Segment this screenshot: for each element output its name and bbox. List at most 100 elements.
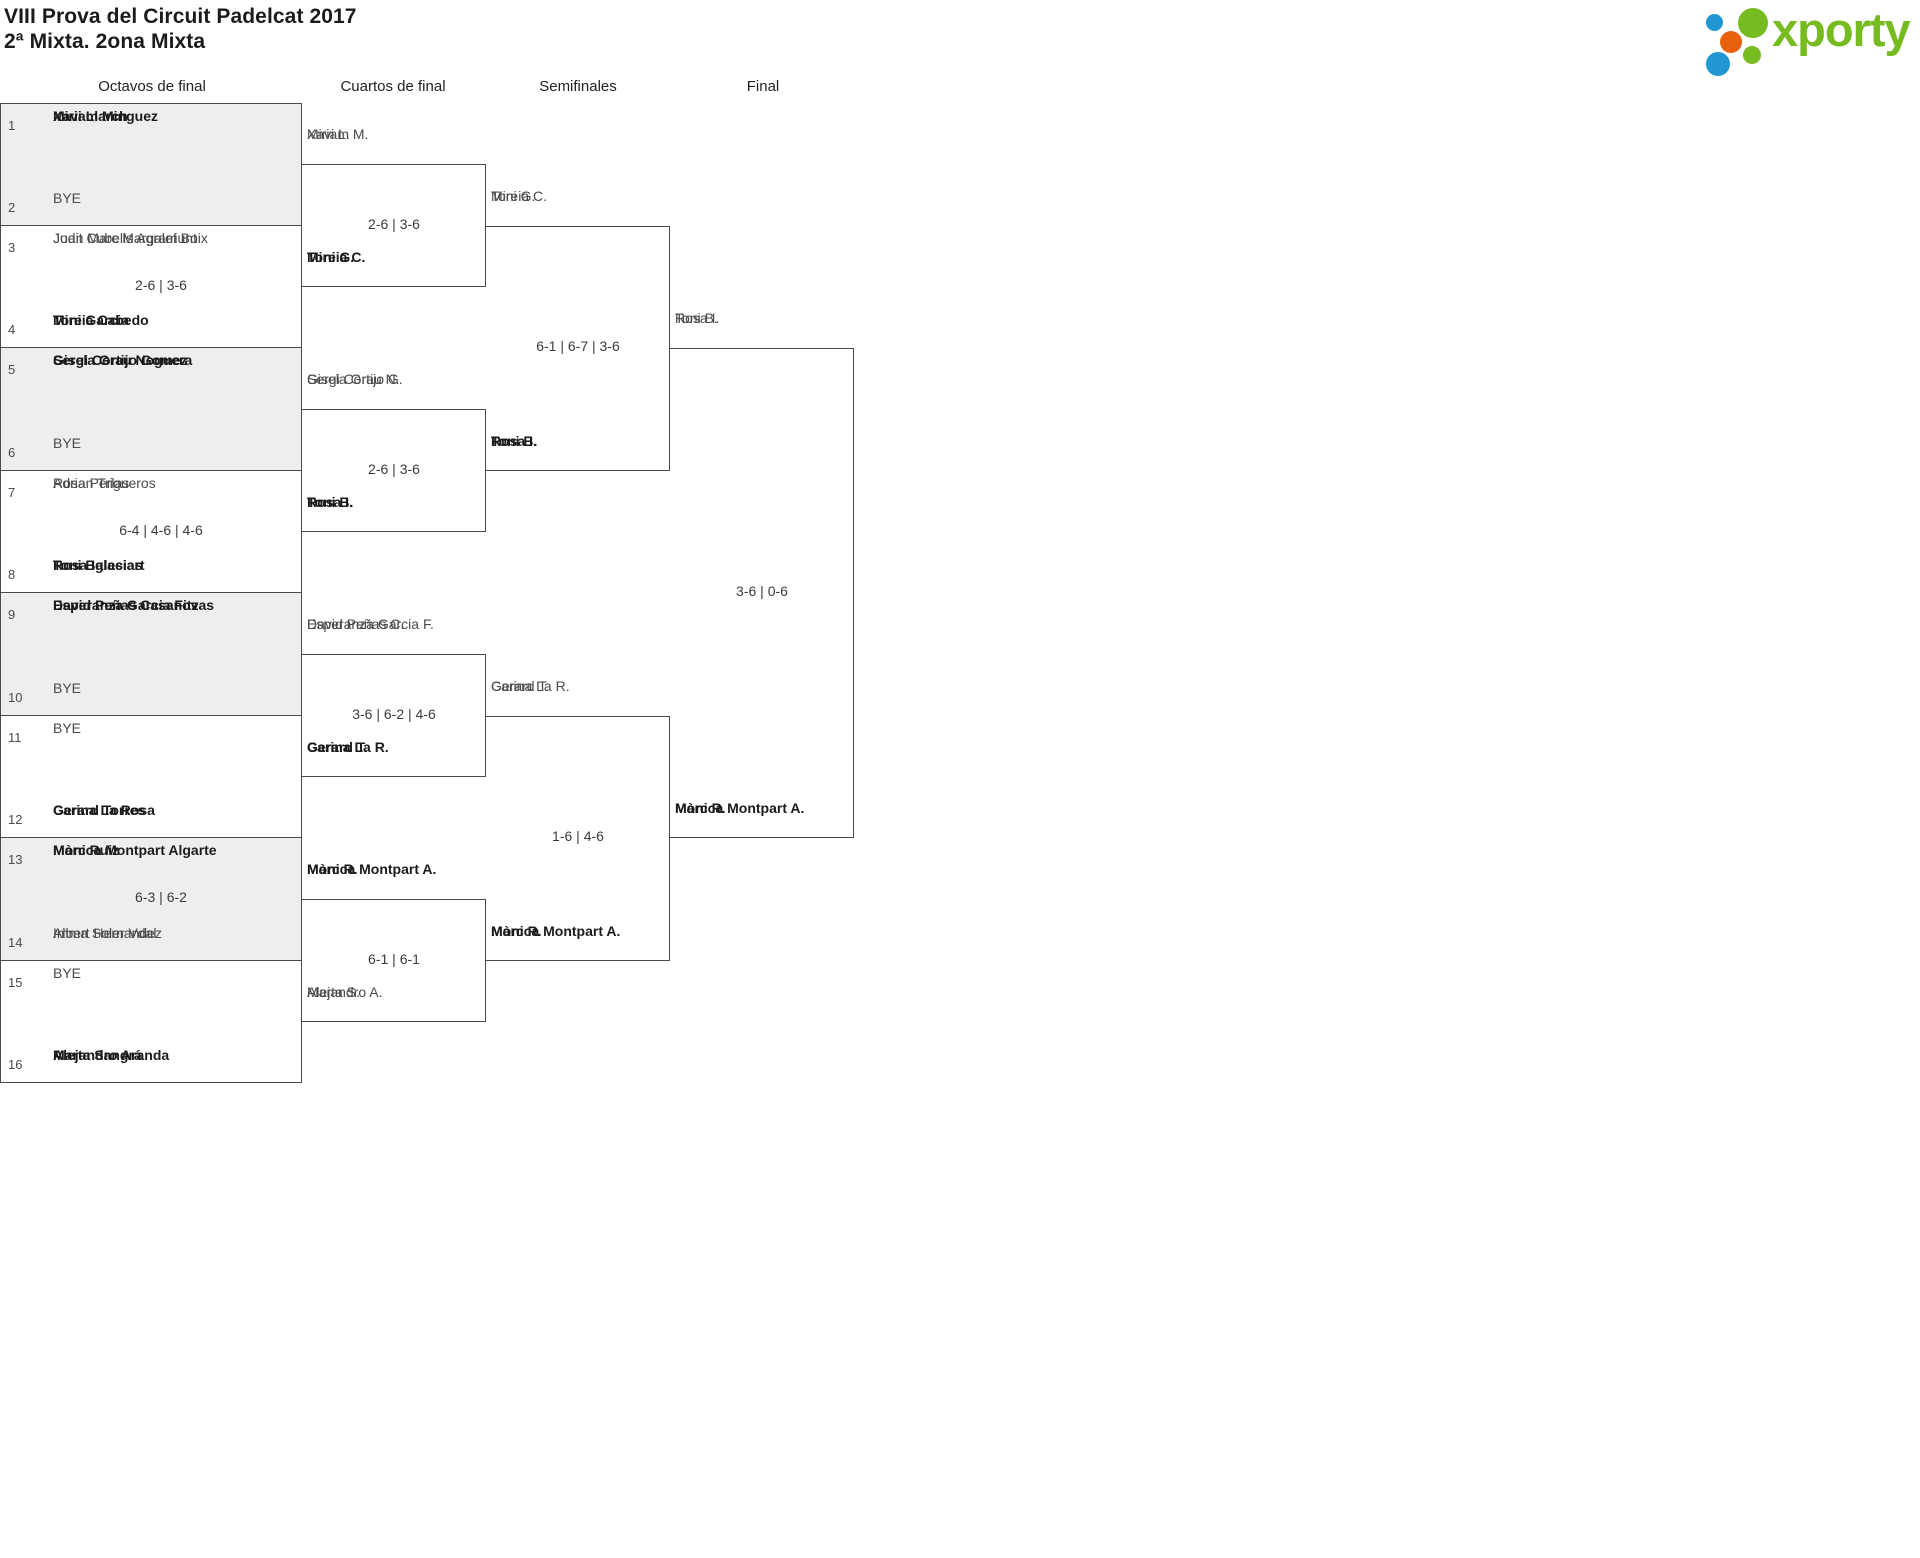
seed-number: 6 (8, 444, 16, 460)
advancing-player-1: Toni B. (675, 310, 718, 326)
final-connector (670, 348, 854, 838)
seed-number: 16 (8, 1057, 23, 1072)
seed-player-2: Rosa Iglesias (53, 557, 143, 573)
advancing-player-1: Toni G. (307, 248, 355, 265)
advancing-player-2: Rosa I. (307, 493, 353, 510)
seed-player-1: BYE (53, 679, 82, 696)
tournament-name: VIII Prova del Circuit Padelcat 2017 (4, 5, 357, 28)
seed-number: 15 (8, 974, 23, 990)
seed-slot[interactable]: 11 BYE (0, 715, 302, 777)
round-header-final: Final (746, 78, 780, 95)
tournament-category: 2ª Mixta. 2ona Mixta (4, 30, 206, 53)
quarterfinal-score: 2-6 | 3-6 (368, 460, 420, 477)
seed-player-1: Toni Garcia (53, 312, 129, 328)
seed-slot[interactable]: 10 BYE (0, 654, 302, 716)
seed-number: 5 (8, 362, 16, 377)
logo-dots-icon (1706, 8, 1768, 76)
seed-slot[interactable]: 6 BYE (0, 409, 302, 471)
logo-dot-green-large-icon (1738, 8, 1768, 38)
logo-dot-blue-small-icon (1706, 14, 1723, 31)
quarterfinal-connector (302, 654, 486, 777)
advancing-player-2: Mònica Montpart A. (491, 922, 621, 939)
seed-slot[interactable]: 15 BYE (0, 960, 302, 1022)
seed-player-1: Gerard Torres (53, 802, 146, 818)
seed-player-1: Sergi Cortijo Gomez (53, 352, 188, 368)
quarterfinal-connector (302, 164, 486, 287)
advancing-player-1: Marta S. (307, 983, 360, 1000)
page-title: VIII Prova del Circuit Padelcat 2017 2ª … (4, 4, 357, 54)
semifinal-score: 6-1 | 6-7 | 3-6 (536, 338, 620, 354)
seed-player-2: Alejandro Aranda (53, 1047, 170, 1063)
quarterfinal-score: 6-1 | 6-1 (368, 950, 420, 967)
advancing-player-2: Gisela Grau N. (307, 371, 400, 388)
seed-player-1: Albert Hernandez (53, 924, 162, 941)
advancing-player-1: Miriam M. (307, 126, 369, 143)
seed-number: 13 (8, 852, 23, 867)
advancing-player-1: Sergi Cortijo G. (307, 371, 403, 388)
advancing-player-1: Toni G. (491, 187, 536, 204)
round-header-cuartos: Cuartos de final (340, 78, 446, 95)
seed-player-1: Toni Balaciart (53, 557, 145, 573)
logo-wordmark: xporty (1772, 3, 1911, 56)
seed-number: 10 (8, 689, 23, 705)
seed-number: 3 (8, 239, 16, 255)
advancing-player-1: Marc R. (307, 861, 358, 878)
seed-player-2: Gisela Grau Noguera (53, 352, 193, 368)
quarterfinal-connector (302, 409, 486, 532)
final-score: 3-6 | 0-6 (736, 583, 788, 599)
advancing-player-2: Rosa I. (491, 432, 537, 449)
match-score: 6-3 | 6-2 (135, 889, 187, 906)
advancing-player-2: Mireia C. (307, 248, 366, 265)
seed-player-2: Imma Soler Vdal (53, 924, 157, 941)
advancing-player-2: Carina La R. (307, 738, 389, 755)
logo-dot-blue-large-icon (1706, 52, 1730, 76)
seed-number: 8 (8, 567, 16, 582)
xporty-logo: xporty (1706, 3, 1911, 76)
advancing-player-2: Carina La R. (491, 677, 570, 694)
quarterfinal-score: 2-6 | 3-6 (368, 215, 420, 232)
seed-player-2: Xavi Llarch (53, 108, 128, 124)
seed-player-1: David Peñas Casanovas (53, 597, 215, 613)
semifinal-connector (486, 225, 670, 471)
seed-number: 12 (8, 812, 23, 827)
seed-number: 1 (8, 118, 16, 133)
seed-player-2: Mònica Montpart Algarte (53, 842, 217, 858)
advancing-player-1: Toni B. (491, 432, 538, 449)
logo-dot-orange-icon (1720, 31, 1742, 53)
advancing-player-2: Xavi L. (307, 126, 350, 143)
seed-number: 7 (8, 484, 16, 500)
semifinal-score: 1-6 | 4-6 (552, 828, 604, 844)
advancing-player-2: Mònica Montpart A. (675, 800, 805, 816)
seed-player-2: Mireia Cabedo (53, 312, 149, 328)
seed-player-2: Joan Marc Margalef Boix (53, 229, 208, 246)
advancing-player-1: David Peñas C. (307, 616, 405, 633)
seed-number: 14 (8, 934, 23, 950)
seed-player-2: Rosa Perlas (53, 474, 130, 491)
seed-player-1: BYE (53, 434, 82, 451)
seed-player-1: BYE (53, 964, 82, 981)
logo-dot-green-small-icon (1743, 46, 1761, 64)
seed-player-1: BYE (53, 189, 82, 206)
seed-player-1: Marta Sangrá (53, 1047, 142, 1063)
seed-player-1: BYE (53, 719, 82, 736)
advancing-player-2: Alejandro A. (307, 983, 383, 1000)
seed-player-2: Carina La Rosa (53, 802, 155, 818)
seed-number: 11 (8, 729, 22, 745)
round-header-semifinales: Semifinales (539, 78, 617, 95)
quarterfinal-connector (302, 899, 486, 1022)
advancing-player-2: Mireia C. (491, 187, 548, 204)
advancing-player-2: Mònica Montpart A. (307, 861, 437, 878)
advancing-player-1: Gerard T. (491, 677, 550, 694)
